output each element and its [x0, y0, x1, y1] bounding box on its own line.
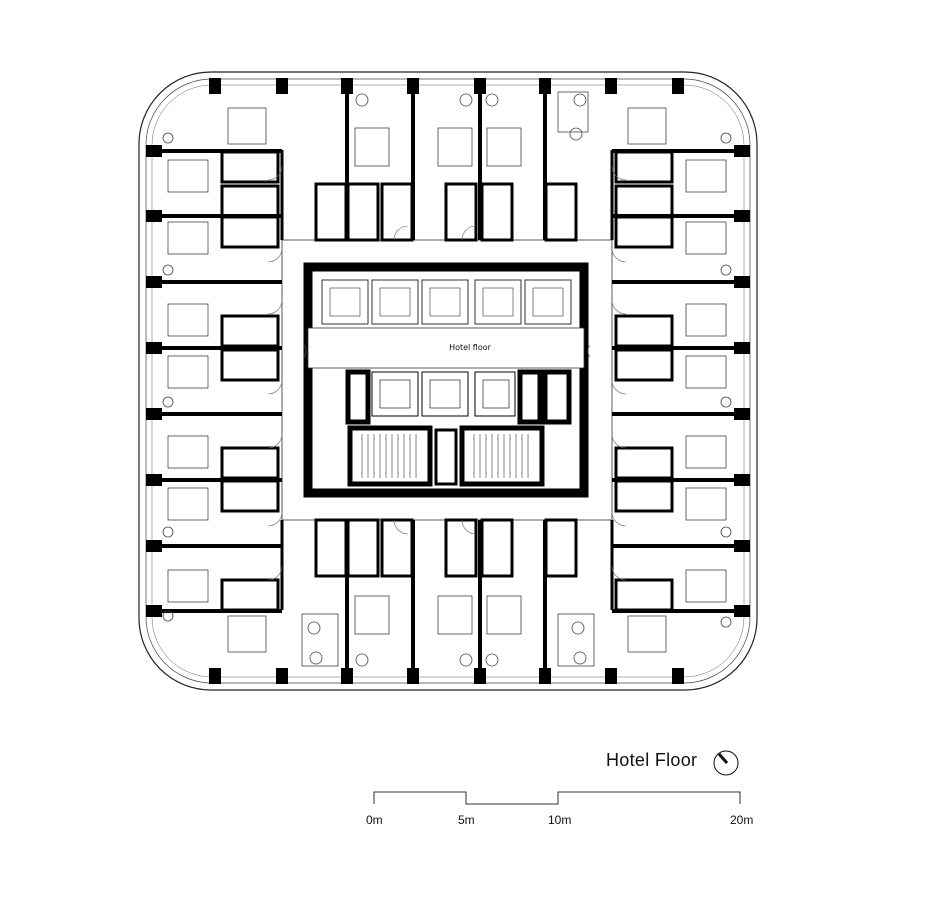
facade-outer — [138, 71, 758, 691]
scale-tick-0m: 0m — [366, 813, 383, 827]
stairs — [347, 425, 545, 487]
scale-tick-10m: 10m — [548, 813, 572, 827]
core-lobby — [307, 327, 585, 369]
scale-tick-20m: 20m — [730, 813, 754, 827]
columns — [146, 78, 750, 684]
core-wall — [303, 262, 589, 498]
core-label: Hotel floor — [449, 343, 491, 352]
elevators-upper — [321, 279, 572, 325]
bathrooms-topbottom — [314, 182, 578, 578]
facade-inner — [145, 78, 751, 684]
slab-edge — [151, 84, 745, 678]
door-swings — [267, 165, 627, 581]
elevators-lower — [345, 369, 572, 425]
scale-bar-line — [373, 791, 741, 805]
scale-tick-5m: 5m — [458, 813, 475, 827]
furniture — [162, 91, 732, 667]
north-arrow-icon — [713, 750, 739, 776]
bathrooms-side — [220, 150, 674, 612]
room-walls-topbottom — [280, 94, 614, 668]
drawing-title: Hotel Floor — [606, 750, 698, 770]
scale-bar — [373, 791, 741, 805]
